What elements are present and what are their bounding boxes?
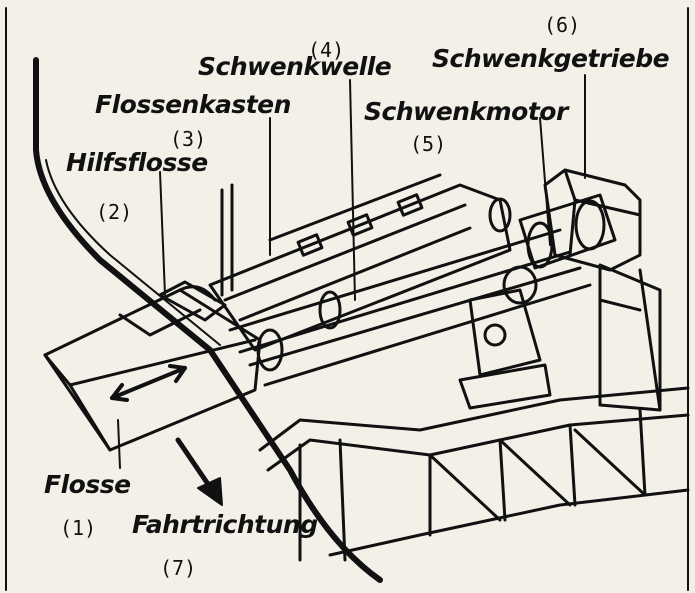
label-schwenkgetriebe: Schwenkgetriebe bbox=[432, 44, 670, 73]
auxiliary-fin bbox=[158, 183, 234, 322]
number-4: (4) bbox=[308, 38, 345, 62]
number-2: (2) bbox=[96, 200, 133, 224]
hull-frame-structure bbox=[258, 268, 690, 562]
label-fahrtrichtung: Fahrtrichtung bbox=[132, 510, 318, 539]
label-flosse: Flosse bbox=[44, 470, 131, 499]
label-flossenkasten: Flossenkasten bbox=[95, 90, 291, 119]
leader-lines bbox=[117, 74, 586, 469]
direction-arrow bbox=[175, 437, 215, 493]
number-1: (1) bbox=[60, 516, 97, 540]
number-6: (6) bbox=[544, 13, 581, 37]
hull-side-inner bbox=[45, 159, 221, 346]
swivel-gearbox bbox=[543, 168, 662, 412]
direction-arrow-head bbox=[197, 477, 223, 506]
swivel-motor-body bbox=[458, 193, 617, 410]
number-3: (3) bbox=[170, 127, 207, 151]
number-5: (5) bbox=[410, 132, 447, 156]
number-7: (7) bbox=[160, 556, 197, 580]
swivel-motion-arrow bbox=[110, 364, 187, 402]
label-schwenkmotor: Schwenkmotor bbox=[364, 97, 568, 126]
label-schwenkwelle: Schwenkwelle bbox=[198, 52, 392, 81]
label-hilfsflosse: Hilfsflosse bbox=[66, 148, 208, 177]
